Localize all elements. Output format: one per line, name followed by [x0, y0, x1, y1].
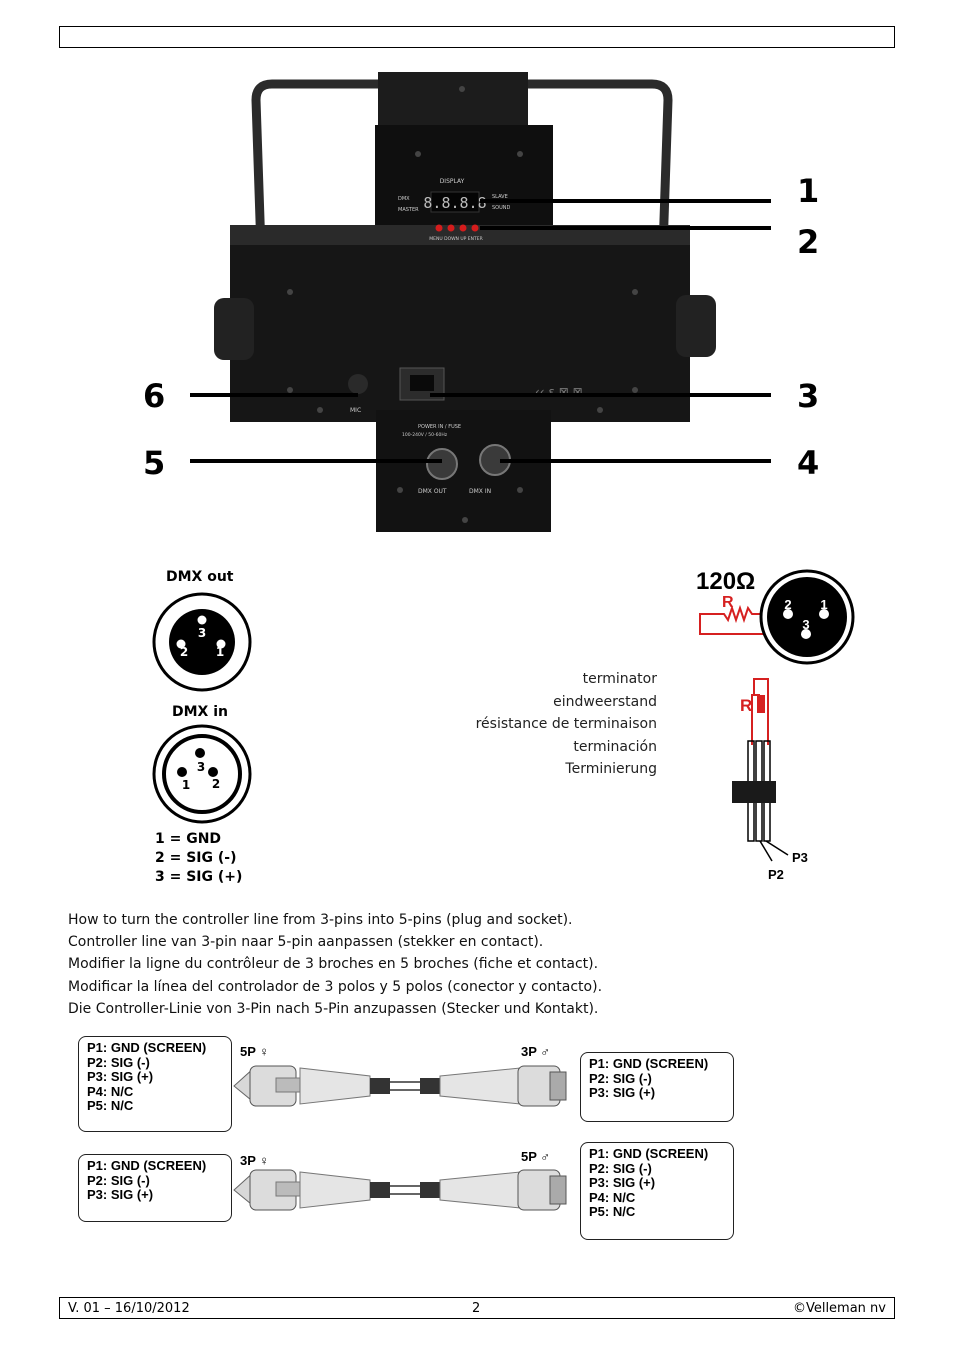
mode-sound-label: SOUND: [492, 205, 511, 211]
instructions: How to turn the controller line from 3-p…: [68, 909, 602, 1020]
callout-line-6: [190, 393, 358, 397]
terminator-label-es: terminación: [573, 738, 657, 755]
callout-line-2: [480, 226, 771, 230]
adapter-2-right-pin-box: P1: GND (SCREEN) P2: SIG (-) P3: SIG (+)…: [580, 1142, 734, 1240]
terminator-pin-1: 1: [820, 597, 827, 612]
device-rear-panel: DISPLAY DMX MASTER SLAVE SOUND 8.8.8.8 M…: [214, 72, 716, 532]
terminator-plug-diagram: R P3 P2: [732, 678, 808, 882]
adapter-2-right-pin-5: P5: N/C: [589, 1204, 636, 1219]
instruction-de: Die Controller-Linie von 3-Pin nach 5-Pi…: [68, 1000, 599, 1017]
callout-6: 6: [143, 377, 166, 415]
mic-label: MIC: [350, 407, 361, 414]
mode-master-label: MASTER: [398, 207, 419, 213]
adapter-1-right-pin-box: P1: GND (SCREEN) P2: SIG (-) P3: SIG (+): [580, 1052, 734, 1122]
adapter-2-right-pin-4: P4: N/C: [589, 1189, 636, 1205]
instruction-es: Modificar la línea del controlador de 3 …: [68, 978, 603, 995]
adapter-1-right-pin-1: P1: GND (SCREEN): [589, 1056, 709, 1071]
callout-1: 1: [797, 172, 820, 210]
adapter-2-right-pin-3: P3: SIG (+): [589, 1175, 656, 1190]
adapter-1-right-label: 3P ♂: [521, 1044, 551, 1059]
adapter-2-left-pin-3: P3: SIG (+): [87, 1187, 154, 1202]
dmx-out-pin-3: 3: [198, 626, 206, 640]
dmx-out-pin-1: 1: [216, 645, 224, 659]
footer-copyright: ©Velleman nv: [792, 1301, 886, 1316]
dmx-out-title: DMX out: [166, 569, 234, 585]
terminator-pin-2: 2: [784, 597, 791, 612]
terminator-plug-resistor-label: R: [740, 696, 752, 715]
pin-legend-sig-plus: 3 = SIG (+): [155, 869, 243, 885]
terminator-pin-3: 3: [802, 617, 809, 632]
adapter-1-left-pin-4: P4: N/C: [87, 1083, 134, 1099]
dmx-out-connector-diagram: 3 2 1: [152, 592, 252, 692]
terminator-connector-diagram: 120Ω R 2 1 3: [696, 568, 855, 665]
instruction-en: How to turn the controller line from 3-p…: [68, 912, 573, 928]
adapter-2-left-pin-2: P2: SIG (-): [87, 1172, 150, 1188]
footer-version: V. 01 – 16/10/2012: [68, 1301, 190, 1316]
dmx-in-socket-label: DMX IN: [469, 488, 491, 495]
adapter-1-left-pin-1: P1: GND (SCREEN): [87, 1040, 207, 1055]
callout-4: 4: [797, 444, 820, 482]
footer-page-number: 2: [472, 1301, 481, 1316]
callout-5: 5: [143, 444, 166, 482]
callout-3: 3: [797, 377, 820, 415]
dmx-in-connector-diagram: 3 1 2: [152, 724, 252, 824]
terminator-label-fr: résistance de terminaison: [475, 716, 657, 732]
mode-slave-label: SLAVE: [492, 194, 508, 200]
segment-display: 8.8.8.8: [423, 194, 486, 212]
callout-line-4: [500, 459, 771, 463]
adapter-1-right-pin-3: P3: SIG (+): [589, 1085, 656, 1100]
callout-line-1: [480, 199, 771, 203]
terminator-p3-label: P3: [792, 850, 808, 865]
adapter-2-left-label: 3P ♀: [240, 1153, 270, 1168]
callout-line-5: [190, 459, 442, 463]
adapter-1-left-pin-5: P5: N/C: [87, 1098, 134, 1113]
terminator-label-de: Terminierung: [565, 761, 657, 777]
adapter-2-cable: [233, 1169, 567, 1211]
buttons-label: MENU DOWN UP ENTER: [429, 236, 482, 242]
callout-line-3: [430, 393, 771, 397]
adapter-2-left-pin-box: P1: GND (SCREEN) P2: SIG (-) P3: SIG (+): [78, 1154, 232, 1222]
adapter-2-right-label: 5P ♂: [521, 1149, 551, 1164]
adapter-2-right-pin-1: P1: GND (SCREEN): [589, 1146, 709, 1161]
page-header-box: [59, 26, 895, 48]
display-label: DISPLAY: [440, 178, 465, 185]
adapter-2-right-pin-2: P2: SIG (-): [589, 1160, 652, 1176]
adapter-1-left-pin-box: P1: GND (SCREEN) P2: SIG (-) P3: SIG (+)…: [78, 1036, 232, 1132]
adapter-1-left-label: 5P ♀: [240, 1044, 270, 1059]
mode-dmx-label: DMX: [398, 196, 410, 202]
terminator-resistor-label: R: [722, 594, 734, 611]
instruction-fr: Modifier la ligne du contrôleur de 3 bro…: [68, 956, 599, 973]
power-spec: 100-240V / 50-60Hz: [402, 432, 448, 438]
adapter-1-right-pin-2: P2: SIG (-): [589, 1070, 652, 1086]
adapter-1-left-pin-3: P3: SIG (+): [87, 1069, 154, 1084]
dmx-in-title: DMX in: [172, 704, 228, 720]
dmx-in-pin-2: 2: [212, 777, 220, 791]
pin-legend-sig-minus: 2 = SIG (-): [155, 850, 237, 866]
callout-2: 2: [797, 223, 820, 261]
dmx-in-pin-1: 1: [182, 778, 190, 792]
adapter-2-left-pin-1: P1: GND (SCREEN): [87, 1158, 207, 1173]
pin-legend-gnd: 1 = GND: [155, 831, 222, 847]
terminator-resistance: 120Ω: [696, 568, 755, 595]
terminator-labels: terminator eindweerstand résistance de t…: [430, 668, 657, 781]
dmx-out-pin-2: 2: [180, 645, 188, 659]
terminator-p2-label: P2: [768, 867, 784, 882]
dmx-out-socket-label: DMX OUT: [418, 488, 447, 495]
control-buttons[interactable]: [435, 224, 479, 232]
terminator-label-en: terminator: [582, 671, 657, 687]
dmx-in-pin-3: 3: [197, 760, 205, 774]
page-footer: V. 01 – 16/10/2012 2 ©Velleman nv: [59, 1297, 895, 1319]
adapter-1-cable: [233, 1065, 567, 1107]
adapter-1-left-pin-2: P2: SIG (-): [87, 1054, 150, 1070]
pin-legend: 1 = GND 2 = SIG (-) 3 = SIG (+): [155, 830, 242, 887]
power-label: POWER IN / FUSE: [418, 424, 461, 430]
terminator-label-nl: eindweerstand: [553, 693, 657, 710]
instruction-nl: Controller line van 3-pin naar 5-pin aan…: [68, 934, 544, 951]
